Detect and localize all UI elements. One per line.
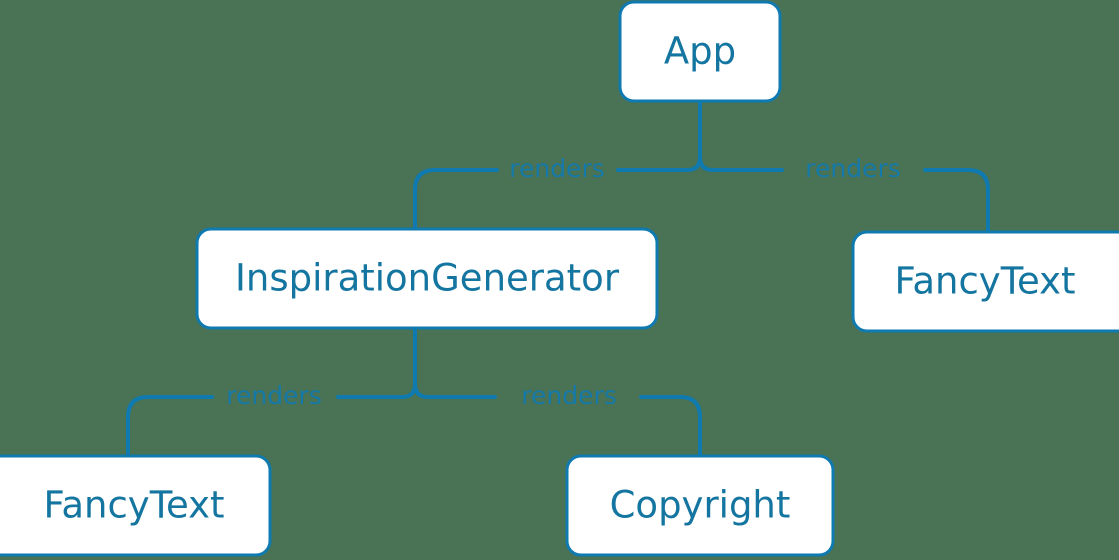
edge-inspiration-generator-to-fancytext-bottom: renders — [126, 326, 417, 458]
edge-label-renders: renders — [521, 381, 617, 410]
edge-label-renders: renders — [805, 154, 901, 183]
node-app[interactable]: App — [618, 0, 782, 103]
node-box[interactable] — [618, 0, 782, 103]
edge-label-renders: renders — [226, 381, 322, 410]
node-label-app: App — [664, 30, 736, 73]
edge-path-segment — [413, 326, 497, 399]
node-box[interactable] — [0, 454, 272, 557]
edge-label-renders: renders — [509, 154, 605, 183]
edge-path-segment — [413, 168, 499, 231]
edge-path-segment — [923, 168, 990, 234]
node-fancytext-right[interactable]: FancyText — [851, 230, 1119, 333]
edge-app-to-inspiration-generator: renders — [413, 99, 702, 231]
node-box[interactable] — [851, 230, 1119, 333]
node-inspiration-generator[interactable]: InspirationGenerator — [195, 227, 659, 330]
node-label-inspiration-generator: InspirationGenerator — [235, 257, 620, 300]
node-label-fancytext: FancyText — [43, 484, 224, 527]
edge-inspiration-generator-to-copyright: renders — [413, 326, 702, 458]
edge-path-segment — [126, 395, 214, 458]
edge-app-to-fancytext-right: renders — [698, 99, 990, 234]
node-copyright[interactable]: Copyright — [565, 454, 835, 557]
node-label-fancytext: FancyText — [894, 260, 1075, 303]
edge-path-segment — [698, 99, 784, 172]
node-box[interactable] — [565, 454, 835, 557]
edge-path-segment — [336, 326, 417, 399]
node-fancytext-bottom[interactable]: FancyText — [0, 454, 272, 557]
edge-path-segment — [616, 99, 702, 172]
node-label-copyright: Copyright — [610, 484, 791, 527]
edge-path-segment — [639, 395, 702, 458]
node-box[interactable] — [195, 227, 659, 330]
